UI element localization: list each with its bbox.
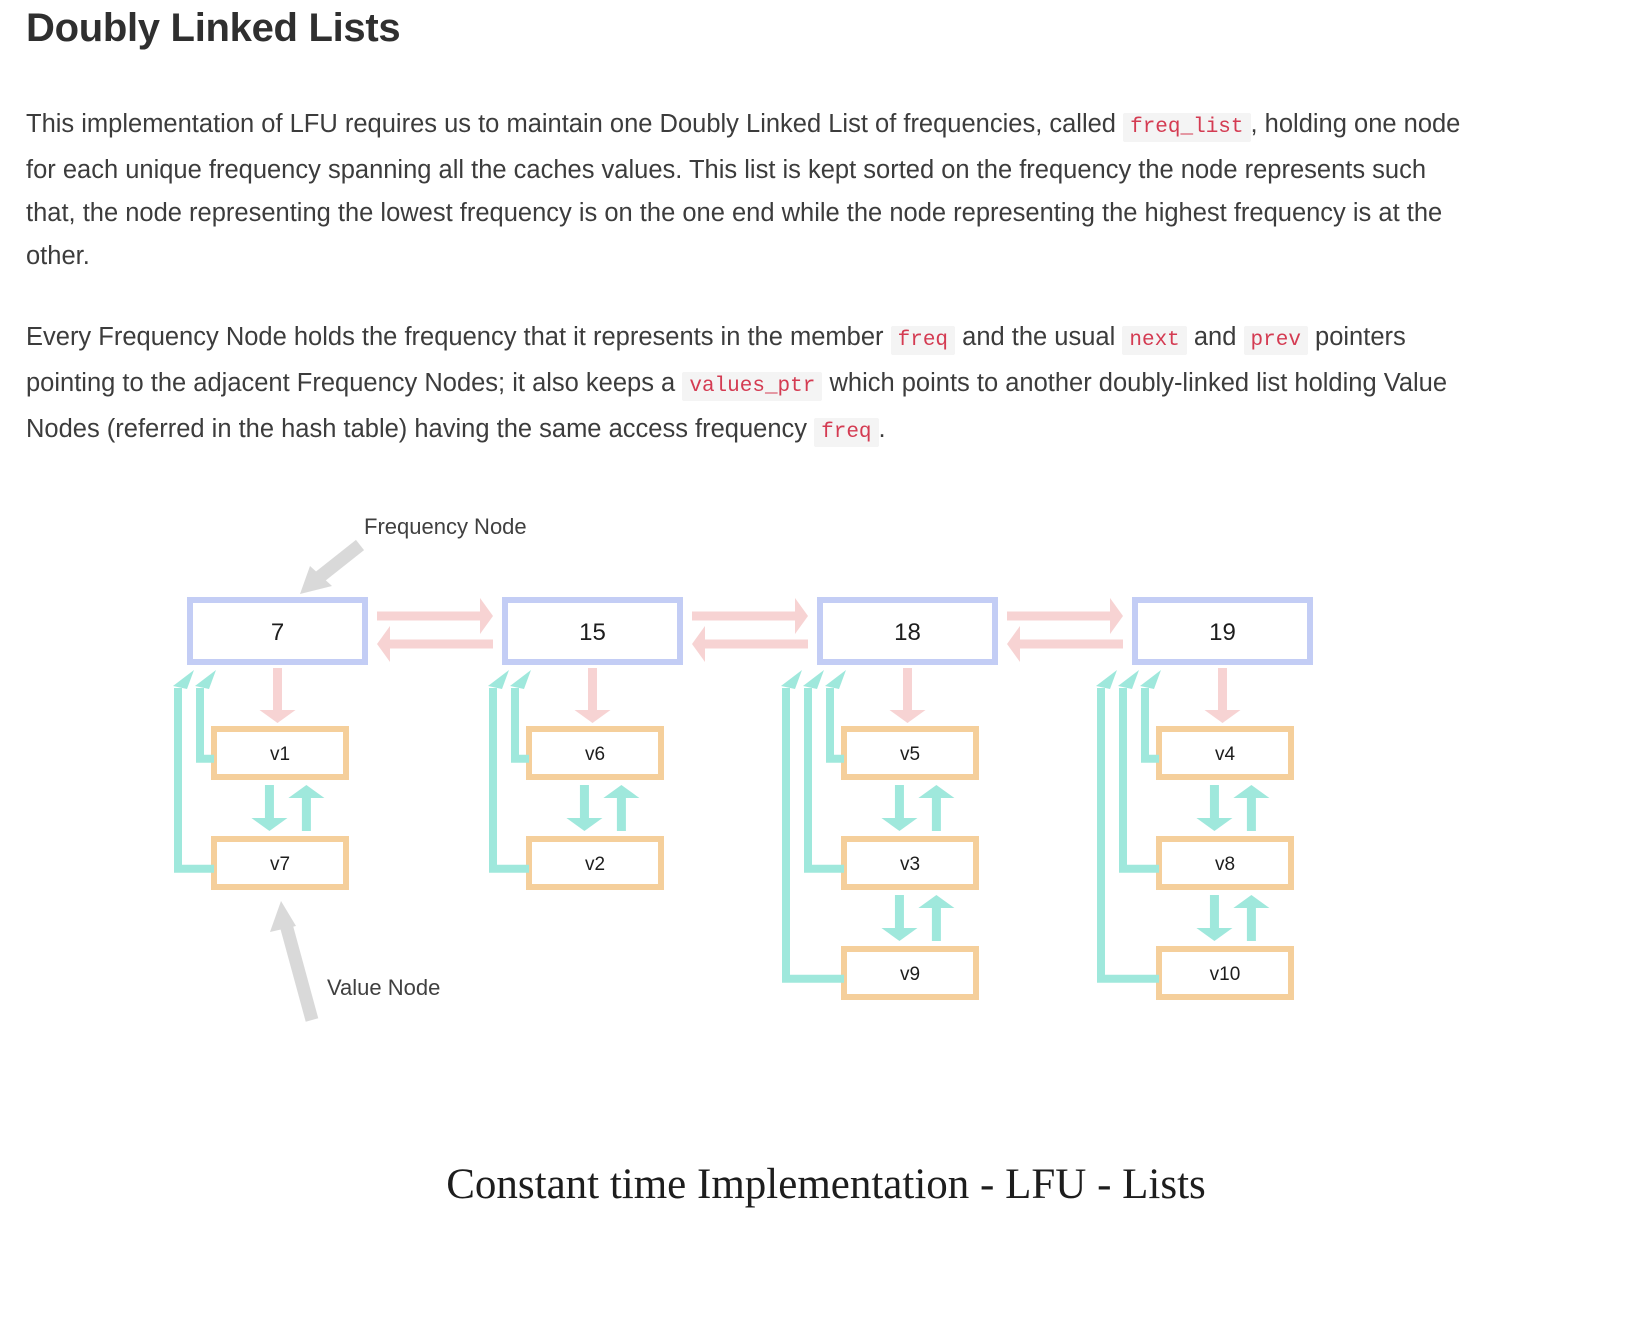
value-to-freq-backpointer [1097,688,1159,983]
paragraph-2-text-5: which points to another doubly-linked li… [26,369,1448,443]
code-next: next [1122,326,1187,355]
paragraph-2: Every Frequency Node holds the frequency… [26,316,1476,454]
code-freq-list: freq_list [1123,113,1251,142]
value-node-box [1156,836,1294,890]
value-to-freq-backpointer [196,688,214,763]
value-to-freq-backpointer [1119,688,1159,873]
value-node-box [526,836,664,890]
value-node-label: v2 [585,854,605,875]
value-to-freq-backpointer [782,688,844,983]
value-to-freq-backpointer [174,688,214,873]
paragraph-1-text-2: , holding one node for each unique frequ… [26,110,1461,270]
code-values-ptr: values_ptr [682,372,823,401]
value-to-freq-backpointer-head [781,670,802,689]
value-next-arrow-head [881,818,918,831]
paragraph-2-text-4: pointers pointing to the adjacent Freque… [26,323,1406,397]
value-node-label: v9 [900,964,920,985]
value-to-freq-backpointer [826,688,844,763]
values-ptr-arrow-head [1204,710,1241,723]
lfu-linked-list-diagram: 7 v1 v7 15 v6 v2 18 v5 v3 v9 19 v4 v8 v10 [173,539,1313,1022]
frequency-node-label: 18 [894,619,921,646]
value-node-label: v3 [900,854,920,875]
value-to-freq-backpointer [489,688,529,873]
value-node-box [211,836,349,890]
value-node-box [211,726,349,780]
value-to-freq-backpointer-head [825,670,846,689]
value-prev-arrow-head [918,895,955,908]
value-to-freq-backpointer-head [1096,670,1117,689]
frequency-node-label: 19 [1209,619,1236,646]
frequency-node-label: 15 [579,619,606,646]
paragraph-2-text-3: and [1193,323,1237,351]
frequency-node-box [187,597,368,665]
paragraph-2-text-1: Every Frequency Node holds the frequency… [26,323,884,351]
value-node-label: v4 [1215,744,1236,765]
value-next-arrow-head [566,818,603,831]
next-pointer-arrow-head [795,598,808,634]
value-node-box [841,726,979,780]
code-freq-2: freq [814,418,879,447]
value-to-freq-backpointer [511,688,529,763]
figure-caption: Constant time Implementation - LFU - Lis… [446,1161,1206,1208]
value-node-box [1156,726,1294,780]
value-node-label: v5 [900,744,920,765]
annotation-frequency-node: Frequency Node [364,514,527,539]
prev-pointer-arrow-head [377,626,390,662]
value-next-arrow-head [881,928,918,941]
next-pointer-arrow-head [1110,598,1123,634]
value-to-freq-backpointer [1141,688,1159,763]
value-prev-arrow-head [1233,895,1270,908]
value-node-label: v8 [1215,854,1235,875]
value-prev-arrow-head [288,785,325,798]
value-node-label: v7 [270,854,290,875]
values-ptr-arrow-head [574,710,611,723]
value-next-arrow-head [1196,818,1233,831]
value-node-box [1156,946,1294,1000]
code-freq-1: freq [890,326,956,355]
paragraph-1: This implementation of LFU requires us t… [26,103,1476,278]
value-prev-arrow-head [1233,785,1270,798]
value-node-pointer [278,919,319,1022]
value-prev-arrow-head [603,785,640,798]
paragraph-1-text-1: This implementation of LFU requires us t… [26,110,1116,138]
code-prev: prev [1243,326,1308,355]
value-next-arrow-head [251,818,288,831]
value-to-freq-backpointer [804,688,844,873]
value-to-freq-backpointer-head [510,670,531,689]
value-node-label: v1 [270,744,290,765]
value-node-label: v6 [585,744,605,765]
value-node-pointer-head [270,901,296,932]
paragraph-2-text-2: and the usual [962,323,1116,351]
annotation-value-node: Value Node [327,975,441,1000]
value-to-freq-backpointer-head [803,670,824,689]
value-to-freq-backpointer-head [1118,670,1139,689]
frequency-node-label: 7 [271,619,284,646]
value-to-freq-backpointer-head [1140,670,1161,689]
prev-pointer-arrow-head [1007,626,1020,662]
value-to-freq-backpointer-head [488,670,509,689]
value-next-arrow-head [1196,928,1233,941]
values-ptr-arrow-head [889,710,926,723]
frequency-node-box [1132,597,1313,665]
value-node-box [841,836,979,890]
paragraph-2-text-6: . [878,415,886,443]
value-to-freq-backpointer-head [173,670,194,689]
page-title: Doubly Linked Lists [26,6,401,50]
prev-pointer-arrow-head [692,626,705,662]
value-node-box [841,946,979,1000]
value-to-freq-backpointer-head [195,670,216,689]
frequency-node-box [502,597,683,665]
value-prev-arrow-head [918,785,955,798]
value-node-label: v10 [1210,964,1241,985]
frequency-node-pointer-head [300,566,332,594]
value-node-box [526,726,664,780]
frequency-node-box [817,597,998,665]
next-pointer-arrow-head [480,598,493,634]
values-ptr-arrow-head [259,710,296,723]
